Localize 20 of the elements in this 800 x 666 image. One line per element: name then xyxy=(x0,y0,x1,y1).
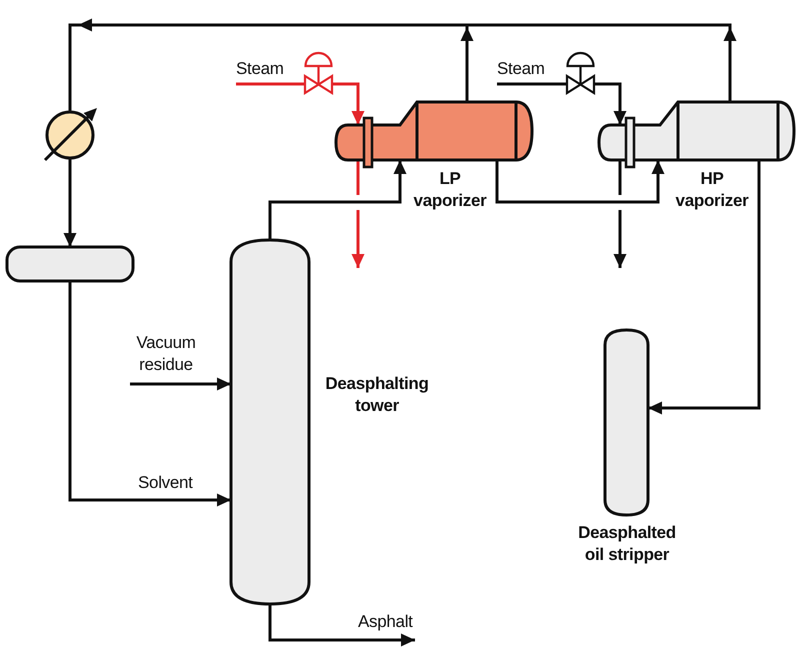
pipe-line xyxy=(497,82,567,86)
flow-arrow xyxy=(594,82,626,125)
equipment-label: HP vaporizer xyxy=(674,168,750,212)
equipment-label: Deasphalting tower xyxy=(324,373,430,417)
flow-arrow xyxy=(68,281,231,506)
flow-arrow xyxy=(64,160,76,247)
flow-arrow xyxy=(614,158,626,270)
flow-arrow xyxy=(332,82,364,125)
equipment-label: LP vaporizer xyxy=(412,168,488,212)
flow-arrow xyxy=(268,160,406,240)
flow-arrow xyxy=(496,160,664,204)
flow-arrow xyxy=(68,18,467,110)
pipe-line xyxy=(236,82,305,86)
flow-arrow xyxy=(130,378,231,390)
flow-arrow xyxy=(467,24,736,102)
equipment-label: Deasphalted oil stripper xyxy=(577,522,677,566)
flow-arrow xyxy=(460,25,474,102)
flow-arrow xyxy=(352,158,364,270)
flow-arrow xyxy=(648,160,760,414)
flow-arrow xyxy=(268,604,415,646)
